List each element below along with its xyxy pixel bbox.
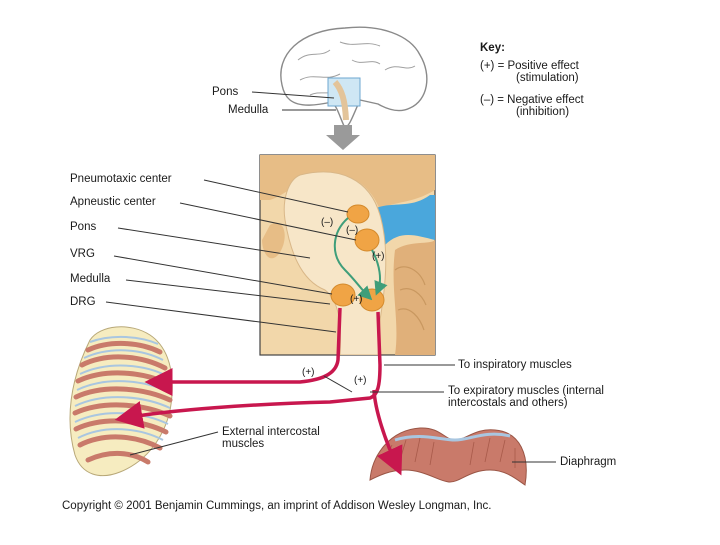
rib-cage (69, 326, 173, 477)
label-brain-pons: Pons (212, 86, 239, 98)
green-arrow-pneumotaxic (333, 217, 373, 301)
key-title: Key: (480, 42, 505, 54)
label-diaphragm: Diaphragm (560, 456, 617, 468)
label-medulla: Medulla (70, 273, 111, 285)
leader-brain-pons (251, 91, 335, 99)
label-external-intercostal-2: muscles (222, 438, 265, 450)
zoom-arrow (326, 125, 360, 150)
nerve-to-internal-intercostals (114, 311, 382, 429)
label-expiratory-muscles-1: To expiratory muscles (internal (448, 385, 604, 397)
label-external-intercostal-1: External intercostal (222, 426, 320, 438)
key-negative: (–) = Negative effect (480, 94, 584, 106)
brain-outline (280, 26, 428, 129)
label-inspiratory-muscles: To inspiratory muscles (458, 359, 572, 371)
label-apneustic-center: Apneustic center (70, 196, 156, 208)
brainstem-panel (259, 154, 436, 356)
nerve-to-external-intercostals (144, 307, 342, 396)
nerve-to-diaphragm (372, 389, 403, 476)
green-arrow-apneustic (371, 249, 388, 296)
label-expiratory-muscles-2: intercostals and others) (448, 397, 568, 409)
mark-plus-left: (+) (302, 367, 315, 378)
mark-plus-right: (+) (354, 375, 367, 386)
mark-plus-center: (+) (372, 251, 385, 262)
key-positive: (+) = Positive effect (480, 60, 579, 72)
copyright-line: Copyright © 2001 Benjamin Cummings, an i… (62, 500, 492, 512)
label-pons: Pons (70, 221, 97, 233)
label-brain-medulla: Medulla (228, 104, 269, 116)
key-positive-desc: (stimulation) (516, 72, 579, 84)
pneumotaxic-nucleus (346, 204, 370, 224)
mark-minus-2: (–) (346, 225, 359, 236)
label-vrg: VRG (70, 248, 95, 260)
label-pneumotaxic-center: Pneumotaxic center (70, 173, 172, 185)
mark-plus-drg: (+) (350, 294, 363, 305)
muscle-leaders (129, 364, 556, 463)
label-drg: DRG (70, 296, 96, 308)
brainstem-leaders (105, 179, 357, 333)
vrg-nucleus (330, 283, 356, 307)
apneustic-nucleus (354, 228, 380, 252)
nerve-pathways (114, 307, 403, 476)
mark-minus-1: (–) (321, 217, 334, 228)
key-negative-desc: (inhibition) (516, 106, 570, 118)
